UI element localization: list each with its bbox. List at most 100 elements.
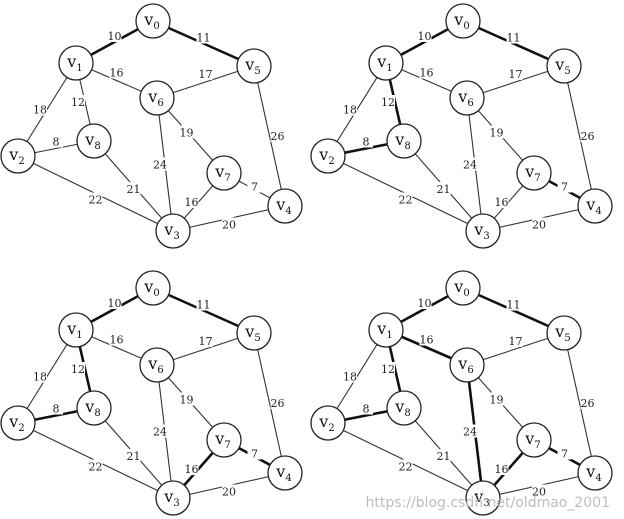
weight-bg-v8-v3 [436,182,451,195]
node-v6: v6 [139,347,175,383]
weight-bg-v1-v2 [33,102,47,116]
edge-v5-v4 [253,332,286,474]
weight-label-v1-v8: 12 [381,363,395,376]
weight-label-v0-v5: 11 [197,299,211,312]
weight-bg-v1-v2 [33,369,47,383]
node-v6: v6 [449,347,485,383]
node-v4: v4 [267,188,303,224]
weight-label-v1-v8: 12 [71,96,85,109]
weight-bg-v5-v4 [580,396,595,409]
weight-label-v2-v3: 22 [399,194,413,207]
node-label-v4: v4 [275,195,291,217]
weight-label-v1-v2: 18 [343,104,357,117]
weight-bg-v0-v5 [196,297,211,311]
weight-bg-v6-v5 [508,67,523,80]
node-v3: v3 [155,213,191,249]
weight-bg-v2-v3 [398,192,413,206]
node-circle-v6 [139,80,175,116]
weight-bg-v3-v4 [222,484,236,498]
node-circle-v3 [155,480,191,516]
weight-bg-v8-v3 [436,449,451,462]
node-circle-v6 [449,347,485,383]
weight-label-v7-v3: 16 [185,196,199,209]
node-v2: v2 [0,138,36,174]
node-circle-v7 [206,155,242,191]
weight-bg-v7-v4 [247,446,262,460]
node-circle-v8 [76,123,112,159]
weight-bg-v2-v3 [88,192,103,206]
node-circle-v4 [577,188,613,224]
node-circle-v6 [139,347,175,383]
node-v4: v4 [577,455,613,491]
edge-v5-v4 [563,332,596,474]
weight-bg-v3-v4 [222,217,236,231]
weight-bg-v8-v2 [359,401,373,415]
node-label-v5: v5 [244,55,260,77]
node-v3: v3 [465,213,501,249]
weight-label-v0-v5: 11 [507,299,521,312]
weight-label-v1-v2: 18 [343,371,357,384]
weight-label-v2-v3: 22 [399,461,413,474]
node-circle-v1 [58,312,94,348]
node-v2: v2 [310,405,346,441]
weight-bg-v6-v7 [179,125,194,139]
weight-bg-v6-v7 [179,392,194,406]
node-v7: v7 [516,422,552,458]
node-circle-v5 [236,315,272,351]
watermark: https://blog.csdn.net/oldmao_2001 [365,495,610,511]
edge-v5-v4 [253,65,286,207]
weight-bg-v3-v4 [532,484,546,498]
weight-bg-v7-v3 [184,462,199,475]
node-label-v8: v8 [84,397,100,419]
weight-bg-v0-v5 [506,297,521,311]
weight-label-v6-v5: 17 [199,335,213,348]
node-circle-v4 [577,455,613,491]
weight-label-v8-v3: 21 [437,183,451,196]
weight-label-v7-v3: 16 [495,463,509,476]
weight-bg-v6-v5 [198,67,213,80]
node-circle-v0 [135,3,171,39]
node-v7: v7 [206,155,242,191]
weight-bg-v5-v4 [270,129,285,142]
weight-label-v6-v5: 17 [509,335,523,348]
weight-bg-v0-v5 [506,30,521,44]
node-circle-v8 [386,390,422,426]
node-v1: v1 [58,45,94,81]
weight-label-v5-v4: 26 [271,130,285,143]
node-circle-v5 [546,315,582,351]
weight-bg-v6-v3 [463,424,477,438]
node-circle-v1 [368,312,404,348]
weight-label-v3-v4: 20 [532,219,546,232]
weight-label-v2-v3: 22 [89,461,103,474]
node-v2: v2 [0,405,36,441]
weight-bg-v6-v3 [153,157,167,171]
weight-label-v0-v5: 11 [507,32,521,45]
weight-label-v0-v1: 10 [108,30,122,43]
node-label-v7: v7 [524,162,540,184]
weight-label-v7-v3: 16 [495,196,509,209]
weight-label-v7-v3: 16 [185,463,199,476]
node-label-v1: v1 [66,52,82,74]
weight-bg-v5-v4 [270,396,285,409]
weight-bg-v7-v4 [247,179,262,193]
node-label-v0: v0 [143,277,159,299]
weight-label-v5-v4: 26 [581,397,595,410]
node-circle-v5 [236,48,272,84]
node-label-v2: v2 [318,412,334,434]
weight-label-v8-v3: 21 [127,450,141,463]
node-label-v3: v3 [473,220,489,242]
node-label-v3: v3 [163,220,179,242]
node-label-v3: v3 [473,487,489,509]
weight-label-v1-v8: 12 [381,96,395,109]
node-v2: v2 [310,138,346,174]
node-label-v6: v6 [147,87,163,109]
weight-label-v3-v4: 20 [532,486,546,499]
weight-label-v6-v3: 24 [463,426,477,439]
node-v1: v1 [58,312,94,348]
weight-bg-v6-v5 [198,334,213,347]
weight-label-v8-v2: 8 [363,403,370,416]
weight-bg-v1-v6 [109,332,124,346]
node-circle-v4 [267,188,303,224]
